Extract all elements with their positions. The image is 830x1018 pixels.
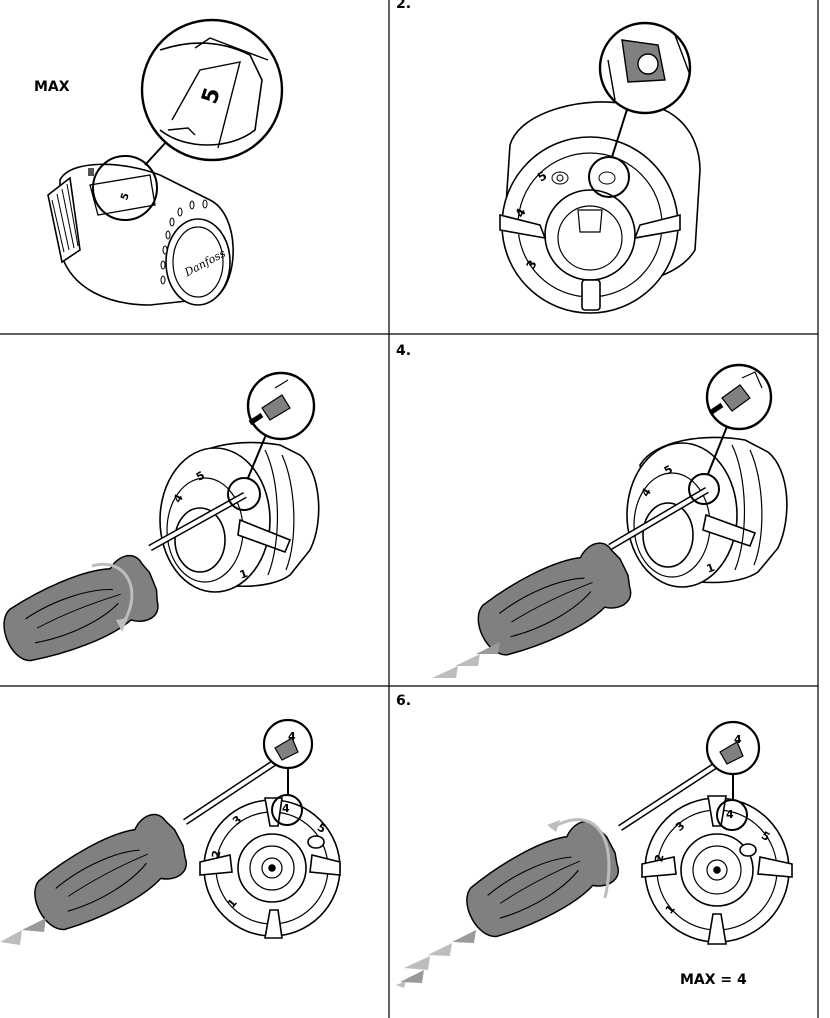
valve-head-angled bbox=[626, 436, 788, 588]
detail-magnifier bbox=[92, 18, 284, 221]
valve-head-front bbox=[499, 101, 701, 314]
push-arrows bbox=[396, 930, 476, 988]
panel-5: 1 2 3 4 5 4 bbox=[0, 718, 341, 945]
panel-4: 4. 1 4 5 bbox=[396, 343, 788, 678]
valve-head-angled bbox=[159, 441, 320, 593]
knob-digit: 5 bbox=[119, 192, 132, 202]
screwdriver-handle bbox=[23, 807, 196, 943]
screwdriver-handle bbox=[0, 549, 167, 673]
scale-mark: 1 bbox=[705, 561, 717, 576]
zoom-digit: 5 bbox=[197, 85, 226, 107]
detail-magnifier bbox=[688, 363, 773, 505]
scale-mark: 1 bbox=[238, 567, 250, 582]
panel-2: 2. 3 4 5 bbox=[396, 0, 701, 314]
scale-mark: 4 bbox=[282, 802, 290, 815]
max-callout: MAX bbox=[34, 79, 70, 95]
panel-6: 6. 1 2 3 4 5 bbox=[396, 693, 793, 988]
valve-dial-front bbox=[641, 795, 793, 945]
step-number: 6. bbox=[396, 693, 411, 709]
step-number: 4. bbox=[396, 343, 411, 359]
detail-magnifier bbox=[227, 371, 316, 511]
push-arrows bbox=[432, 642, 500, 678]
zoom-digit: 4 bbox=[734, 733, 742, 746]
scale-mark: 2 bbox=[652, 853, 666, 863]
detail-magnifier bbox=[705, 720, 761, 831]
scale-mark: 4 bbox=[726, 808, 734, 821]
result-label: MAX = 4 bbox=[680, 972, 747, 988]
push-arrows bbox=[0, 918, 46, 945]
zoom-digit: 4 bbox=[288, 730, 296, 743]
step-number: 2. bbox=[396, 0, 411, 12]
thermostat-head bbox=[47, 163, 234, 306]
rotate-arrow bbox=[551, 818, 611, 899]
detail-magnifier bbox=[588, 21, 692, 198]
detail-magnifier bbox=[262, 718, 314, 826]
scale-mark: 2 bbox=[209, 849, 223, 859]
panel-1: MAX bbox=[34, 18, 284, 306]
rotate-arrow bbox=[91, 562, 134, 626]
valve-dial-front bbox=[199, 797, 341, 939]
panel-3: 1 4 5 bbox=[0, 371, 320, 673]
